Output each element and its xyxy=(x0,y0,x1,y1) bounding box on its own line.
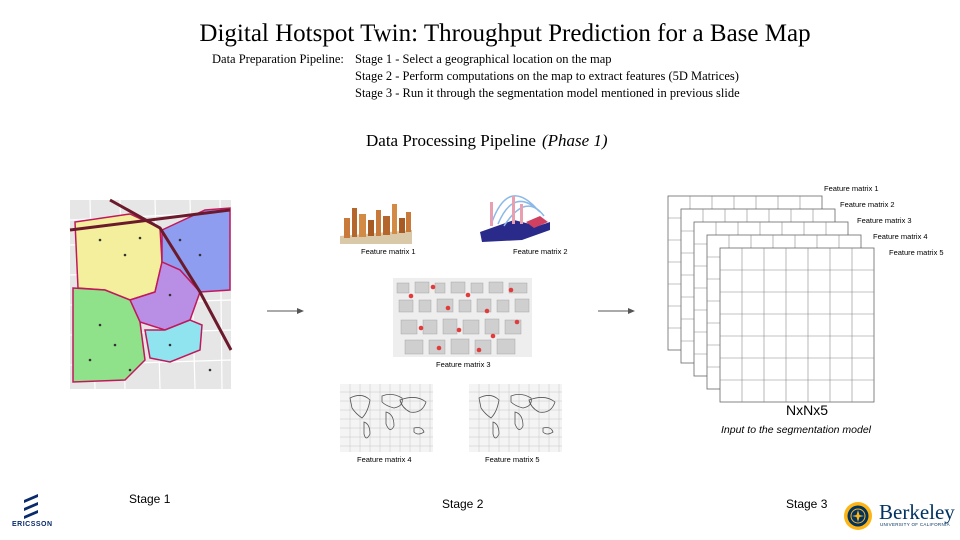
berkeley-wordmark: Berkeley xyxy=(879,500,955,524)
slide-title: Digital Hotspot Twin: Throughput Predict… xyxy=(199,20,811,47)
feature-matrix-1-image xyxy=(340,204,412,244)
stack-dims: NxNx5 xyxy=(785,402,828,418)
stack-label-1: Feature matrix 1 xyxy=(824,184,879,193)
matrix-stack xyxy=(667,195,875,403)
stage-1-label: Stage 1 xyxy=(129,492,171,506)
matrix-layer-5 xyxy=(719,247,875,403)
berkeley-seal-icon xyxy=(844,502,872,530)
feature-matrix-3-label: Feature matrix 3 xyxy=(436,360,491,369)
ericsson-logo-text: ERICSSON xyxy=(12,521,53,528)
pipeline-stage-3: Stage 3 - Run it through the segmentatio… xyxy=(355,86,740,100)
feature-matrix-4-image xyxy=(340,384,433,452)
stack-label-5: Feature matrix 5 xyxy=(889,248,944,257)
berkeley-subtitle: UNIVERSITY OF CALIFORNIA xyxy=(880,522,950,527)
stack-label-2: Feature matrix 2 xyxy=(840,200,895,209)
stage-2-label: Stage 2 xyxy=(442,497,484,511)
feature-matrix-3-image xyxy=(393,278,532,357)
pipeline-stage-1: Stage 1 - Select a geographical location… xyxy=(355,52,612,66)
district-map xyxy=(69,198,233,390)
district-green xyxy=(72,287,146,383)
pipeline-label: Data Preparation Pipeline: xyxy=(212,52,344,66)
stack-label-3: Feature matrix 3 xyxy=(857,216,912,225)
stack-caption: Input to the segmentation model xyxy=(721,424,872,436)
section-title: Data Processing Pipeline (Phase 1) xyxy=(366,131,608,151)
arrow-stage2-to-stage3 xyxy=(598,308,635,314)
ericsson-logo-icon xyxy=(24,494,38,519)
section-title-text: Data Processing Pipeline xyxy=(366,131,536,150)
feature-matrix-5-image xyxy=(469,384,562,452)
feature-matrix-2-image xyxy=(480,195,550,242)
stack-label-4: Feature matrix 4 xyxy=(873,232,928,241)
section-phase: (Phase 1) xyxy=(541,131,608,150)
arrow-stage1-to-stage2 xyxy=(267,308,304,314)
feature-matrix-2-label: Feature matrix 2 xyxy=(513,247,568,256)
district-cyan xyxy=(144,319,203,363)
feature-matrix-4-label: Feature matrix 4 xyxy=(357,455,412,464)
feature-matrix-1-label: Feature matrix 1 xyxy=(361,247,416,256)
pipeline-stage-2: Stage 2 - Perform computations on the ma… xyxy=(355,69,739,83)
feature-matrix-5-label: Feature matrix 5 xyxy=(485,455,540,464)
stage-3-label: Stage 3 xyxy=(786,497,828,511)
